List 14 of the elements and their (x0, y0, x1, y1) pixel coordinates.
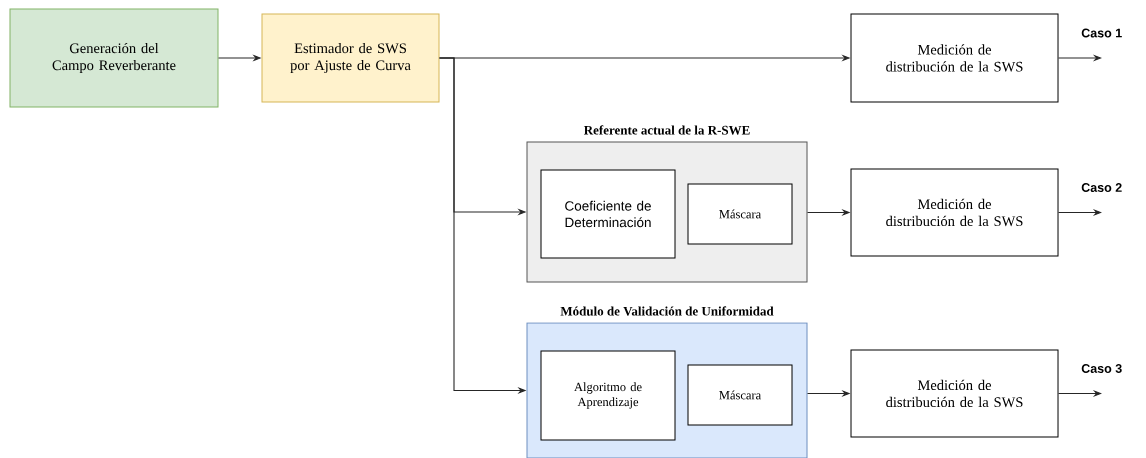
panel-heading: Referente actual de la R-SWE (583, 125, 750, 135)
edge-label: Caso 1 (1081, 28, 1122, 38)
edge-label: Caso 3 (1081, 364, 1122, 373)
process-box: Medición de distribución de la SWS (850, 13, 1059, 103)
process-box: Generación del Campo Reverberante (9, 8, 219, 108)
process-box: Algoritmo de Aprendizaje (540, 350, 676, 441)
process-box: Coeficiente de Determinación (540, 169, 676, 259)
panel-heading: Módulo de Validación de Uniformidad (560, 306, 774, 316)
process-box: Máscara (687, 364, 793, 426)
process-box: Medición de distribución de la SWS (850, 168, 1059, 257)
process-box: Medición de distribución de la SWS (850, 349, 1059, 438)
edge-label: Caso 2 (1081, 183, 1122, 192)
process-box: Máscara (687, 183, 793, 245)
process-box: Estimador de SWS por Ajuste de Curva (261, 13, 440, 103)
